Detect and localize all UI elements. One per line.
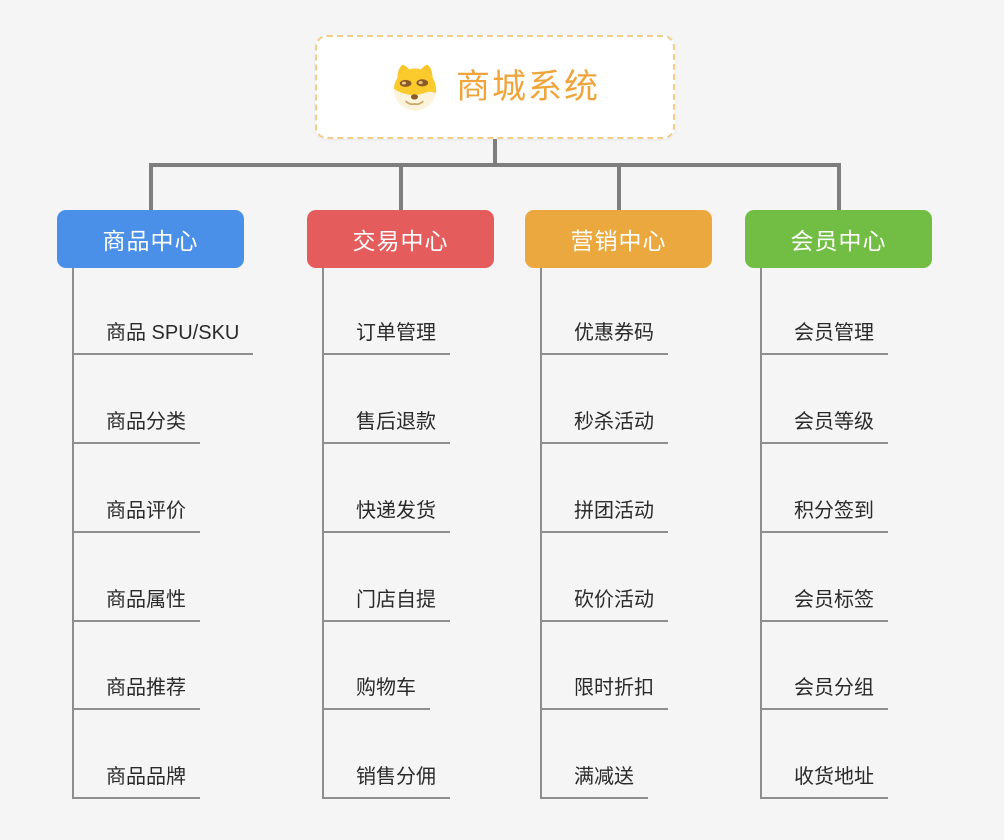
leaf-node[interactable]: 会员标签 [762,587,888,622]
root-node[interactable]: 商城系统 [315,35,675,139]
branch-drop-line-product-center [148,163,153,210]
leaf-node[interactable]: 拼团活动 [542,498,668,533]
branch-label: 营销中心 [570,228,667,254]
leaf-rail-trade-center: 订单管理售后退款快递发货门店自提购物车销售分佣 [322,268,450,799]
leaf-node[interactable]: 商品推荐 [74,675,200,710]
leaf-node[interactable]: 售后退款 [324,409,450,444]
branch-drop-line-marketing-center [616,163,621,210]
leaf-node[interactable]: 快递发货 [324,498,450,533]
branch-label: 交易中心 [352,228,449,254]
leaf-node[interactable]: 商品评价 [74,498,200,533]
leaf-node[interactable]: 商品分类 [74,409,200,444]
leaf-node[interactable]: 满减送 [542,764,648,799]
leaf-node[interactable]: 商品属性 [74,587,200,622]
leaf-node[interactable]: 会员管理 [762,320,888,355]
branch-label: 商品中心 [102,228,199,254]
leaf-node[interactable]: 收货地址 [762,764,888,799]
leaf-node[interactable]: 秒杀活动 [542,409,668,444]
leaf-node[interactable]: 门店自提 [324,587,450,622]
root-title: 商城系统 [456,68,600,106]
doge-icon [390,63,440,111]
branch-drop-line-member-center [836,163,841,210]
branch-node-trade-center[interactable]: 交易中心 [307,210,494,268]
branch-node-member-center[interactable]: 会员中心 [745,210,932,268]
leaf-rail-marketing-center: 优惠券码秒杀活动拼团活动砍价活动限时折扣满减送 [540,268,668,799]
leaf-node[interactable]: 商品品牌 [74,764,200,799]
leaf-rail-member-center: 会员管理会员等级积分签到会员标签会员分组收货地址 [760,268,888,799]
leaf-node[interactable]: 会员分组 [762,675,888,710]
leaf-node[interactable]: 积分签到 [762,498,888,533]
leaf-node[interactable]: 订单管理 [324,320,450,355]
leaf-node[interactable]: 优惠券码 [542,320,668,355]
leaf-node[interactable]: 会员等级 [762,409,888,444]
leaf-node[interactable]: 商品 SPU/SKU [74,320,254,355]
leaf-node[interactable]: 购物车 [324,675,430,710]
branch-drop-line-trade-center [398,163,403,210]
leaf-node[interactable]: 销售分佣 [324,764,450,799]
leaf-node[interactable]: 砍价活动 [542,587,668,622]
branch-label: 会员中心 [790,228,887,254]
leaf-node[interactable]: 限时折扣 [542,675,668,710]
branch-node-product-center[interactable]: 商品中心 [57,210,244,268]
horizontal-connector-line [148,163,841,167]
root-stem-line [493,139,497,167]
leaf-rail-product-center: 商品 SPU/SKU 商品分类商品评价商品属性商品推荐商品品牌 [72,268,254,799]
branch-node-marketing-center[interactable]: 营销中心 [525,210,712,268]
